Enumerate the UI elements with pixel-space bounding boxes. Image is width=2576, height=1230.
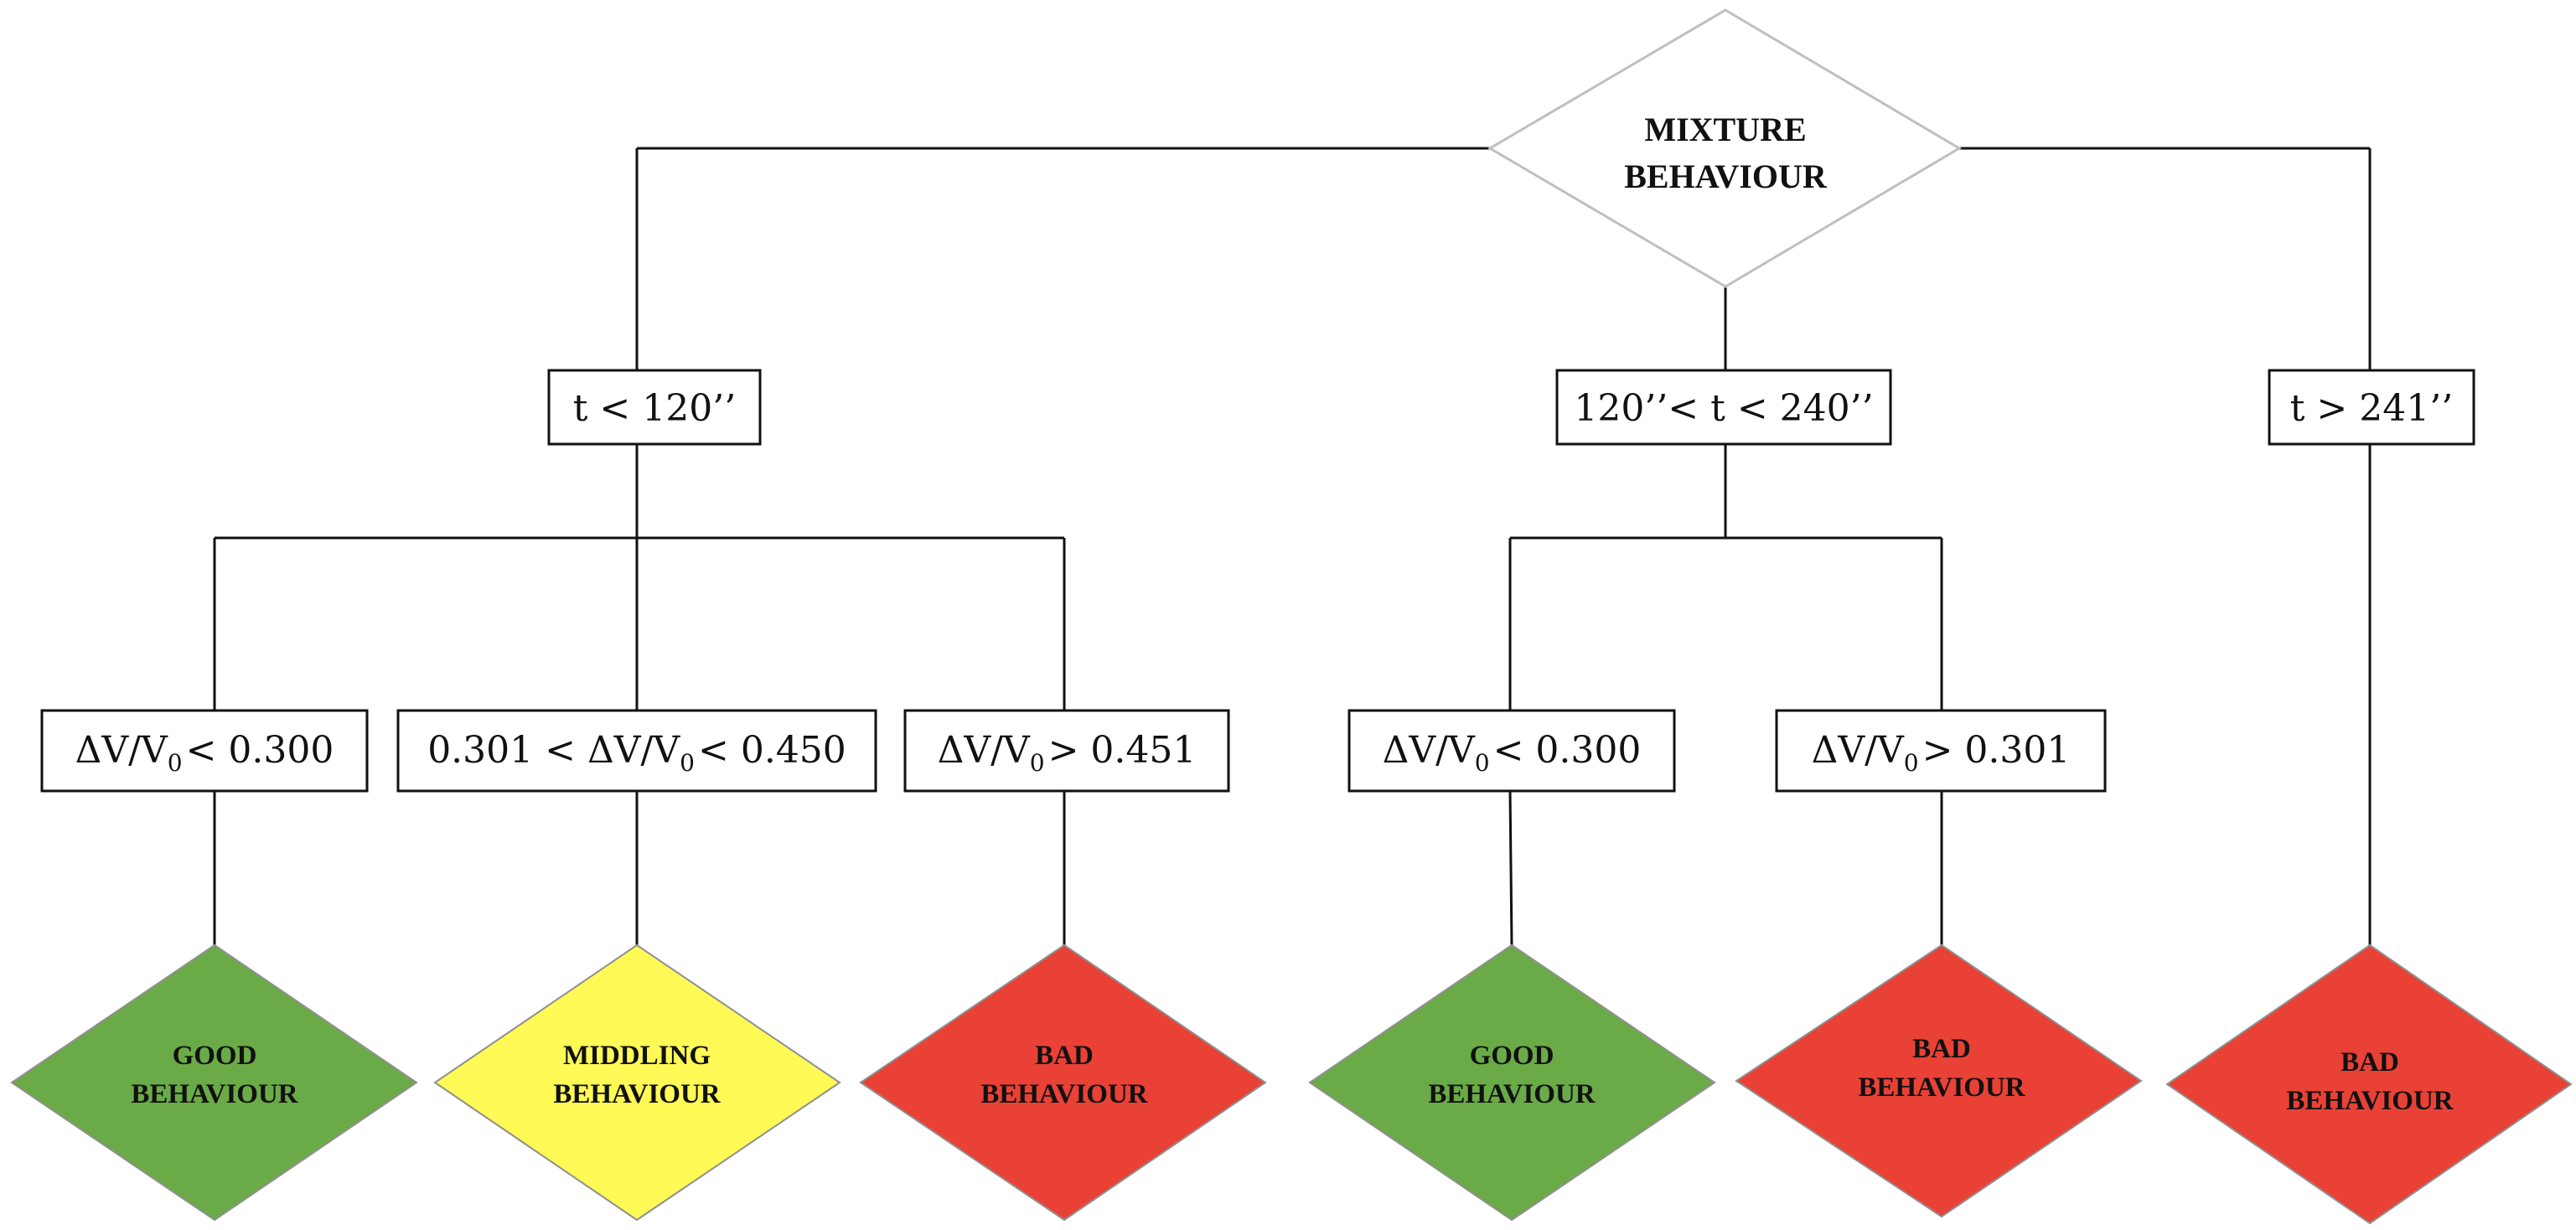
root-node: MIXTURE BEHAVIOUR: [1487, 8, 1962, 288]
condition-label: ΔV/V0> 0.301: [1812, 729, 2071, 777]
outcome-diamond: [2165, 943, 2573, 1225]
connector: [1508, 790, 1513, 946]
root-label-line2: BEHAVIOUR: [1624, 158, 1828, 195]
outcome-label-line2: BEHAVIOUR: [131, 1079, 298, 1109]
condition-label: t > 241’’: [2290, 387, 2453, 430]
volume-condition-2: 0.301 < ΔV/V0< 0.450: [396, 709, 877, 793]
condition-label: ΔV/V0> 0.451: [938, 729, 1197, 777]
condition-box: [396, 709, 877, 793]
outcome-label-line2: BEHAVIOUR: [2286, 1086, 2454, 1116]
outcome-diamond: [1308, 943, 1716, 1222]
volume-condition-1: ΔV/V0< 0.300: [40, 709, 369, 793]
connector-lines: [213, 147, 2372, 946]
condition-box: [547, 369, 762, 446]
root-label-line1: MIXTURE: [1644, 111, 1806, 148]
time-condition-long: t > 241’’: [2268, 369, 2475, 446]
outcome-label-line1: BAD: [1912, 1034, 1971, 1064]
outcome-4: GOOD BEHAVIOUR: [1308, 943, 1716, 1222]
condition-box: [903, 709, 1230, 793]
volume-condition-3: ΔV/V0> 0.451: [903, 709, 1230, 793]
outcome-diamond: [859, 943, 1267, 1222]
volume-condition-4: ΔV/V0< 0.300: [1347, 709, 1676, 793]
outcome-label-line1: GOOD: [1470, 1041, 1554, 1071]
outcome-diamond: [433, 943, 841, 1222]
outcome-5: BAD BEHAVIOUR: [1735, 943, 2143, 1218]
volume-condition-5: ΔV/V0> 0.301: [1775, 709, 2107, 793]
outcome-label-line2: BEHAVIOUR: [553, 1079, 721, 1109]
outcome-1: GOOD BEHAVIOUR: [10, 943, 418, 1222]
outcome-label-line2: BEHAVIOUR: [980, 1079, 1148, 1109]
condition-box: [1555, 369, 1892, 446]
condition-label: t < 120’’: [573, 387, 736, 430]
condition-label: 120’’< t < 240’’: [1574, 387, 1873, 430]
outcome-diamond: [1735, 943, 2143, 1218]
condition-label: ΔV/V0< 0.300: [75, 729, 334, 777]
outcome-3: BAD BEHAVIOUR: [859, 943, 1267, 1222]
time-condition-medium: 120’’< t < 240’’: [1555, 369, 1892, 446]
outcome-6: BAD BEHAVIOUR: [2165, 943, 2573, 1225]
root-diamond: [1487, 8, 1962, 288]
condition-label: ΔV/V0< 0.300: [1383, 729, 1642, 777]
condition-box: [40, 709, 369, 793]
outcome-label-line2: BEHAVIOUR: [1428, 1079, 1596, 1109]
outcome-label-line1: BAD: [2341, 1047, 2399, 1078]
condition-label: 0.301 < ΔV/V0< 0.450: [427, 729, 846, 777]
condition-box: [1347, 709, 1676, 793]
outcome-label-line1: MIDDLING: [563, 1041, 711, 1071]
outcome-label-line1: BAD: [1035, 1041, 1094, 1071]
condition-box: [1775, 709, 2107, 793]
outcome-2: MIDDLING BEHAVIOUR: [433, 943, 841, 1222]
condition-box: [2268, 369, 2475, 446]
outcome-label-line2: BEHAVIOUR: [1858, 1072, 2025, 1103]
outcome-label-line1: GOOD: [173, 1041, 257, 1071]
time-condition-short: t < 120’’: [547, 369, 762, 446]
outcome-diamond: [10, 943, 418, 1222]
